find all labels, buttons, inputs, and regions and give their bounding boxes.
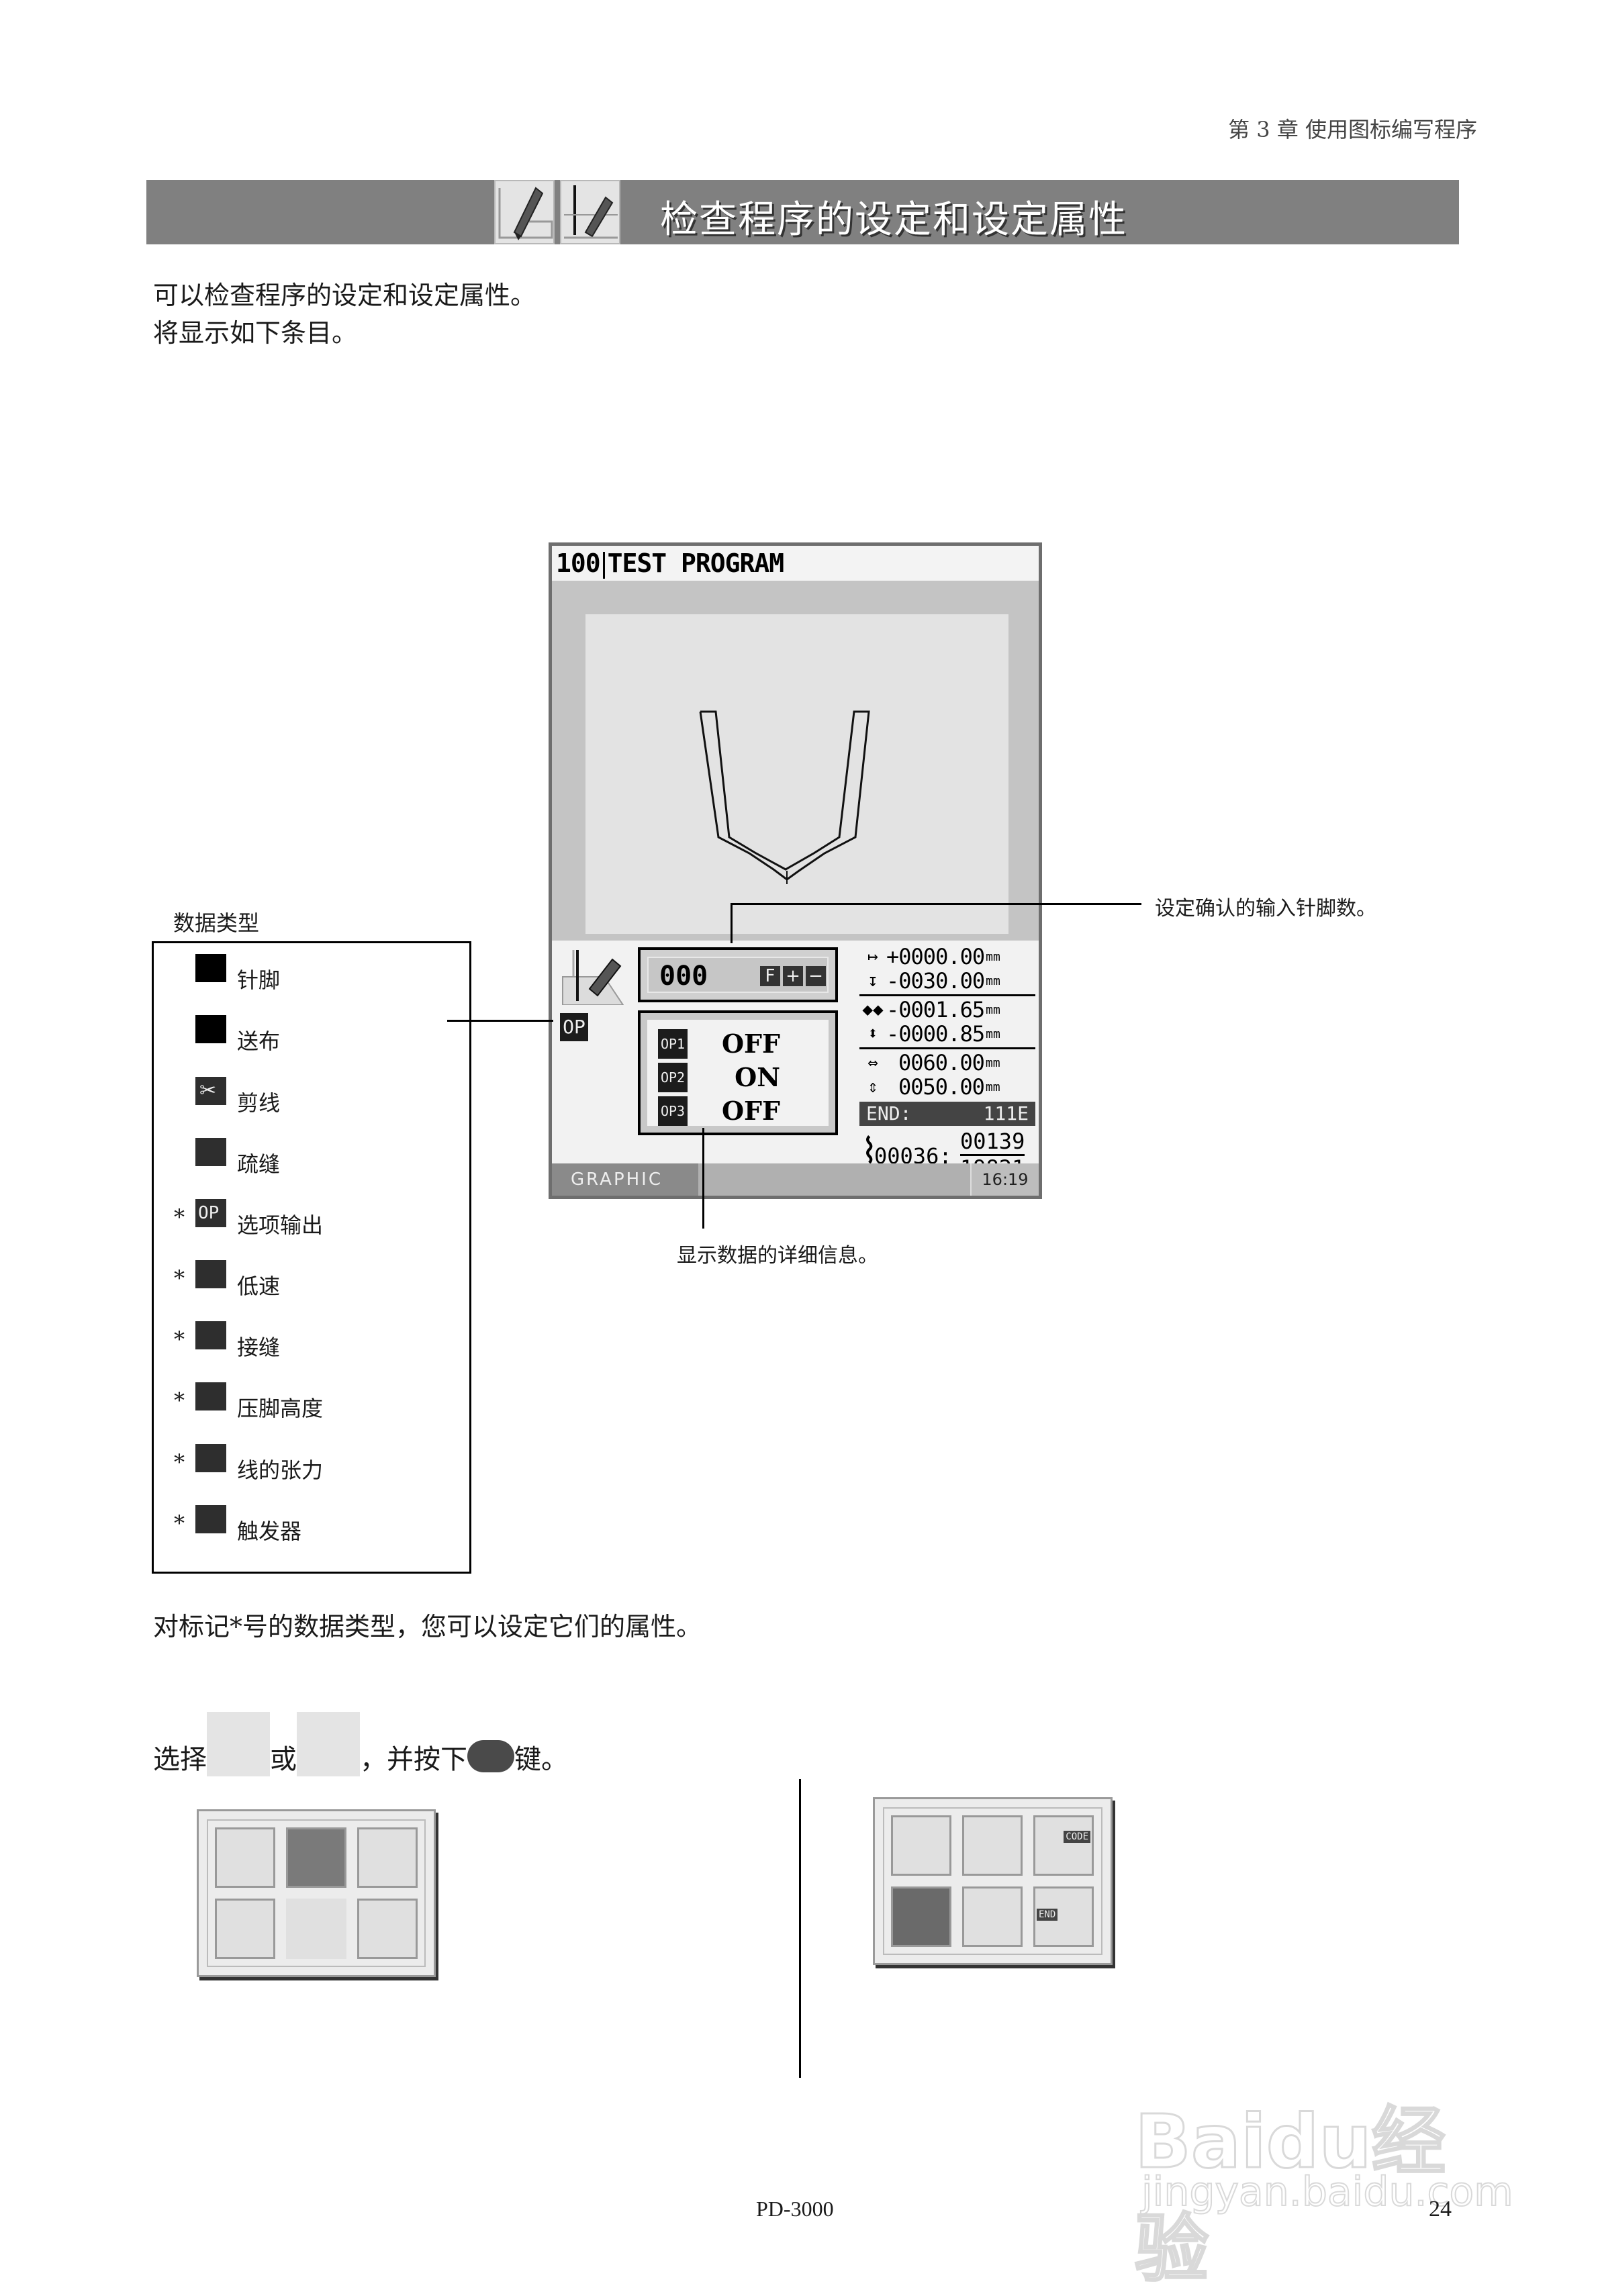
low-speed-icon [195,1260,226,1288]
intro-line-2: 将显示如下条目。 [153,318,358,348]
attribute-edit-icon[interactable] [962,1886,1023,1947]
arrow-right-icon: ↦ [867,947,878,967]
divider [859,994,1035,996]
intro-text: 可以检查程序的设定和设定属性。 将显示如下条目。 [153,277,536,352]
footer-model: PD-3000 [756,2197,834,2221]
point-icon[interactable] [962,1815,1023,1876]
stitch-count-field[interactable]: 000 F + − [638,947,838,1002]
column-divider [799,1779,801,2078]
main-icon-menu [197,1809,436,1977]
check-attribute-icon [560,180,620,244]
enter-key-icon [467,1740,514,1772]
callout-line [731,903,1141,905]
stitch-count-callout: 设定确认的输入针脚数。 [1155,897,1376,920]
stitch-icon [195,954,226,982]
code-icon[interactable]: CODE [1033,1815,1094,1876]
divider [859,1047,1035,1049]
folder-icon[interactable] [286,1899,346,1959]
page-number: 24 [1429,2197,1452,2221]
check-program-icon [494,180,555,244]
vertical-move-icon: ⬍ [867,1024,878,1044]
checklist-icon[interactable] [357,1899,418,1959]
check-attribute-icon[interactable] [560,947,624,1006]
baidu-watermark: Baidu经验 jingyan.baidu.com [1134,2098,1514,2293]
callout-line [731,903,733,943]
option-output-tag: OP [560,1013,588,1041]
op3-tag: OP3 [658,1096,688,1126]
trigger-icon [195,1505,226,1533]
stitch-count-value: 000 [659,961,708,992]
callout-line [702,1128,704,1229]
program-name: TEST PROGRAM [607,548,785,578]
mode-indicator: GRAPHIC [552,1163,698,1196]
title-separator [602,551,605,579]
thread-tension-icon [195,1444,226,1472]
end-code-bar: END: 111E [859,1102,1035,1126]
program-number: 100 [556,548,601,578]
seam-icon [195,1321,226,1349]
f-button[interactable]: F [760,966,780,986]
plus-button[interactable]: + [783,966,803,986]
pattern-canvas[interactable] [585,614,1008,934]
basting-icon [195,1138,226,1166]
intro-line-1: 可以检查程序的设定和设定属性。 [153,281,536,310]
stitch-input-icon[interactable] [215,1827,275,1888]
width-icon: ⇔ [867,1053,878,1073]
instruction: 选择 或 ，并按下 键。 [153,1712,568,1776]
op1-tag: OP1 [658,1029,688,1059]
data-panel: OP 000 F + − OP1 OFF OP2 ON OP3 [552,941,1039,1181]
clock: 16:19 [970,1163,1039,1196]
check-program-icon [207,1712,270,1776]
legend-title: 数据类型 [173,910,260,936]
option-output-icon: OP [195,1199,226,1227]
status-bar: GRAPHIC 16:19 [552,1163,1039,1196]
data-type-legend: 针脚 送布 ✂ 剪线 疏缝 * OP 选项输出 * 低速 * 接缝 * 压脚高度… [152,941,471,1574]
detail-callout: 显示数据的详细信息。 [677,1244,878,1267]
horizontal-move-icon: ◆◆ [862,1000,884,1020]
callout-line [447,1020,553,1022]
check-icon-selected[interactable] [286,1827,346,1888]
minus-button[interactable]: − [806,966,826,986]
check-selected-icon[interactable] [891,1886,951,1947]
stitch-edit-icon[interactable] [891,1815,951,1876]
presser-foot-height-icon [195,1382,226,1410]
feed-icon [195,1015,226,1043]
check-icon-menu: CODE END [873,1797,1113,1965]
thread-trim-icon: ✂ [195,1077,226,1105]
end-icon[interactable]: END [1033,1886,1094,1947]
height-icon: ⇕ [867,1077,878,1097]
section-title: 检查程序的设定和设定属性 [660,198,1127,242]
check-attribute-icon [297,1712,360,1776]
chapter-header: 第 3 章 使用图标编写程序 [1228,117,1477,142]
erase-icon[interactable] [215,1899,275,1959]
op3-value: OFF [721,1096,780,1126]
op2-tag: OP2 [658,1063,688,1092]
attribute-note: 对标记*号的数据类型，您可以设定它们的属性。 [153,1612,702,1641]
option-output-detail: OP1 OFF OP2 ON OP3 OFF [638,1010,838,1135]
op1-value: OFF [721,1029,780,1059]
arrow-down-icon: ↧ [867,971,878,991]
op2-value: ON [735,1062,780,1092]
section-title-bar: 检查程序的设定和设定属性 [146,180,1459,244]
v-pattern-drawing [699,710,870,884]
edit-icon[interactable] [357,1827,418,1888]
